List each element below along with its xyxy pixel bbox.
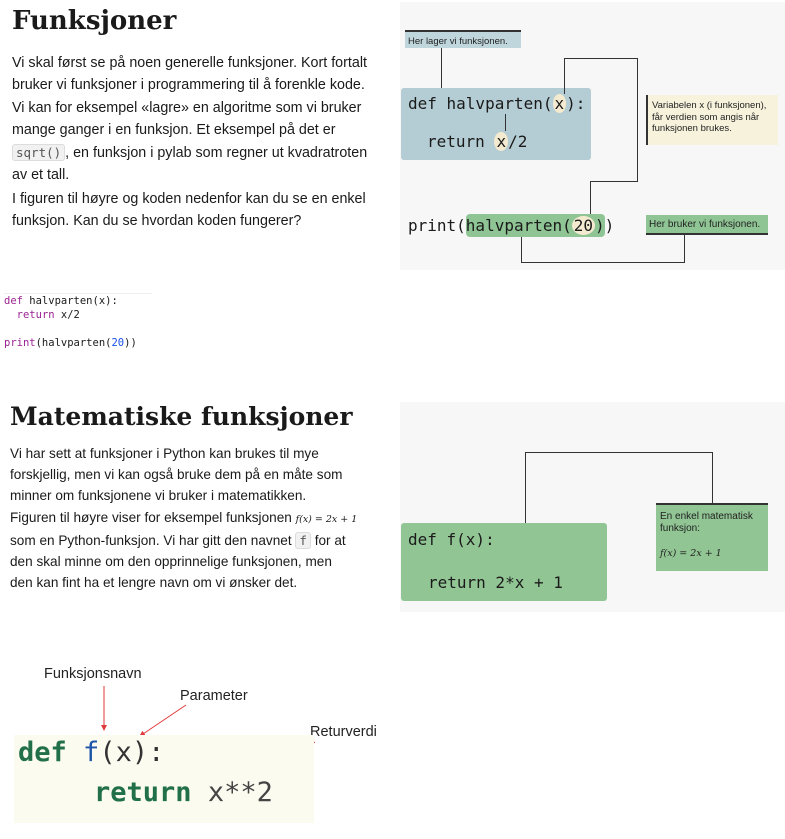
- function-definition-box: def halvparten(x): return x/2: [401, 88, 591, 160]
- print-call: halvparten(: [465, 216, 572, 235]
- code-example-box: def f(x): return x**2: [14, 735, 314, 823]
- math-function-label: En enkel matematisk funksjon: f(x) = 2x …: [656, 503, 768, 571]
- use-label-text: Her bruker vi funksjonen.: [649, 219, 761, 230]
- connector-use-bottom: [521, 262, 684, 263]
- d3-def-kw: def: [18, 737, 67, 768]
- print-close: ): [595, 216, 605, 235]
- print-call-highlight: halvparten(20): [465, 214, 605, 237]
- para2-line2: funksjon. Kan du se hvordan koden funger…: [12, 213, 302, 230]
- connector-param-top: [564, 58, 638, 59]
- define-label: Her lager vi funksjonen.: [405, 30, 521, 48]
- snippet-line2-rest: x/2: [54, 309, 80, 321]
- s2-line4: Figuren til høyre viser for eksempel fun…: [10, 507, 395, 530]
- snippet-line1: def halvparten(x):: [4, 294, 152, 308]
- s2-line4-text: Figuren til høyre viser for eksempel fun…: [10, 509, 292, 525]
- d2-label-math: f(x) = 2x + 1: [660, 548, 722, 559]
- snippet-line3-b: )): [124, 337, 137, 349]
- print-prefix: print(: [408, 216, 466, 235]
- arrow-parameter: [139, 704, 187, 737]
- para1-line2: bruker vi funksjoner i programmering til…: [12, 77, 365, 94]
- s2-line7: den kan fint ha et lengre navn om vi øns…: [10, 575, 298, 591]
- d3-expr: x**2: [207, 777, 273, 808]
- d2-label-line2: funksjon:: [660, 523, 701, 534]
- d2-connector-top: [525, 452, 713, 453]
- para1-line1: Vi skal først se på noen generelle funks…: [12, 55, 367, 71]
- snippet-def-kw: def: [4, 295, 23, 307]
- d2-return-line: return 2*x + 1: [428, 573, 563, 592]
- d2-connector-right: [712, 452, 713, 504]
- section1-title: Funksjoner: [12, 6, 177, 36]
- s2-line4-math: f(x) = 2x + 1: [295, 513, 358, 525]
- d3-paren: (x):: [99, 737, 165, 768]
- print-end: ): [604, 216, 615, 235]
- d2-connector-left: [525, 452, 526, 524]
- sqrt-code: sqrt(): [12, 143, 66, 161]
- connector-use-left: [521, 237, 522, 262]
- snippet-line2: return x/2: [4, 308, 152, 322]
- def-suffix: ):: [566, 94, 586, 113]
- connector-param-bottom: [590, 181, 638, 182]
- para2-line1: I figuren til høyre og koden nedenfor ka…: [12, 191, 366, 207]
- s2-line6: den skal minne om den opprinnelige funks…: [10, 554, 332, 570]
- variable-label-text: Variabelen x (i funksjonen), får verdien…: [652, 100, 767, 134]
- math-function-box: def f(x): return 2*x + 1: [401, 523, 607, 601]
- d3-return-line: return x**2: [94, 777, 273, 808]
- def-param: x: [552, 94, 567, 113]
- s2-line1: Vi har sett at funksjoner i Python kan b…: [10, 446, 319, 461]
- para1-line3: Vi kan for eksempel «lagre» en algoritme…: [12, 99, 362, 116]
- d3-return-kw: return: [94, 777, 192, 808]
- snippet-print-kw: print: [4, 337, 36, 349]
- d2-label-line1: En enkel matematisk: [660, 511, 753, 522]
- parameter-label: Parameter: [180, 688, 248, 704]
- connector-use-right: [684, 234, 685, 263]
- code-snippet-1: def halvparten(x): return x/2 print(halv…: [4, 293, 152, 350]
- return-var: x: [494, 132, 509, 151]
- return-prefix: return: [427, 132, 495, 151]
- define-label-text: Her lager vi funksjonen.: [408, 36, 508, 47]
- d2-def-line: def f(x):: [408, 530, 495, 549]
- snippet-line3-a: (halvparten(: [35, 337, 112, 349]
- s2-line3: minner om funksjonene vi bruker i matema…: [10, 488, 307, 504]
- snippet-blank: [4, 322, 152, 336]
- para1-line5: sqrt(), en funksjon i pylab som regner u…: [12, 142, 392, 164]
- use-label: Her bruker vi funksjonen.: [646, 215, 768, 235]
- section1-paragraph1: Vi skal først se på noen generelle funks…: [12, 52, 392, 186]
- return-value-label: Returverdi: [310, 724, 377, 740]
- d3-def-line: def f(x):: [18, 737, 164, 768]
- connector-define: [441, 48, 442, 88]
- section2-paragraph: Vi har sett at funksjoner i Python kan b…: [10, 443, 395, 593]
- section2-title: Matematiske funksjoner: [10, 402, 353, 431]
- connector-param-down: [637, 58, 638, 182]
- s2-line5-b: for at: [314, 532, 346, 548]
- print-arg: 20: [571, 216, 596, 235]
- def-prefix: def halvparten(: [408, 94, 553, 113]
- d3-fname: f: [83, 737, 100, 768]
- snippet-line3: print(halvparten(20)): [4, 336, 152, 350]
- snippet-line3-num: 20: [111, 337, 125, 349]
- return-line: return x/2: [427, 132, 527, 151]
- s2-line2: forskjellig, men vi kan også bruke dem p…: [10, 467, 343, 483]
- snippet-line1-rest: halvparten(x):: [22, 295, 118, 307]
- s2-line5-a: som en Python-funksjon. Vi har gitt den …: [10, 532, 292, 548]
- d2-label-spacer: [660, 535, 764, 548]
- para1-line4: mange ganger i en funksjon. Et eksempel …: [12, 122, 336, 139]
- function-name-label: Funksjonsnavn: [44, 666, 142, 682]
- connector-x-to-x: [505, 114, 506, 131]
- s2-line5-code: f: [295, 531, 311, 549]
- print-line: print(halvparten(20)): [408, 214, 615, 237]
- para1-line5-text: , en funksjon i pylab som regner ut kvad…: [65, 144, 368, 161]
- return-suffix: /2: [508, 132, 528, 151]
- snippet-return-kw: return: [16, 309, 55, 321]
- connector-param-to-arg: [590, 181, 591, 217]
- connector-param-up: [564, 58, 565, 94]
- variable-label: Variabelen x (i funksjonen), får verdien…: [646, 95, 778, 145]
- para1-line6: av et tall.: [12, 167, 70, 184]
- section1-paragraph2: I figuren til høyre og koden nedenfor ka…: [12, 188, 392, 233]
- def-line: def halvparten(x):: [408, 94, 585, 113]
- s2-line5: som en Python-funksjon. Vi har gitt den …: [10, 530, 395, 551]
